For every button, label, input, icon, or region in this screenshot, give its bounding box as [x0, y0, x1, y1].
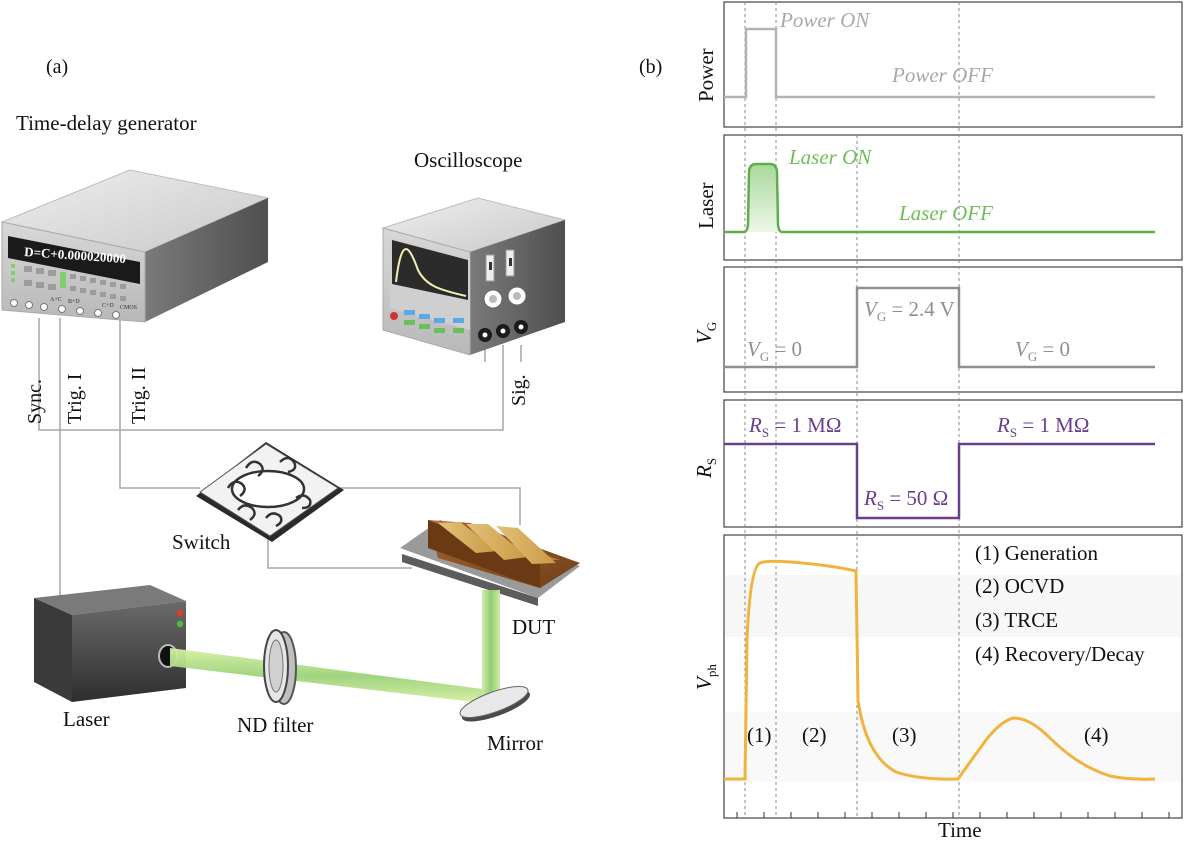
- laser-off-label: Laser OFF: [899, 201, 993, 225]
- tdg-label-cmos: CMOS: [120, 305, 137, 311]
- sig-port-label: Sig.: [508, 374, 530, 406]
- phase-3-label: (3): [892, 723, 917, 747]
- oscilloscope-title: Oscilloscope: [414, 148, 523, 172]
- panel-a-label: (a): [46, 56, 69, 78]
- vg-right-value: = 0: [1037, 337, 1071, 361]
- vg-trace: [724, 286, 1155, 369]
- mirror-label: Mirror: [487, 731, 543, 755]
- trig1-port-label: Trig. I: [64, 373, 86, 424]
- nd-filter-label: ND filter: [237, 713, 314, 737]
- panel-b: [723, 1, 1183, 819]
- vph-legend-generation: (1) Generation: [975, 541, 1099, 565]
- laser-label: Laser: [63, 707, 110, 731]
- vph-legend-ocvd: (2) OCVD: [975, 574, 1065, 598]
- phase-4-label: (4): [1084, 723, 1109, 747]
- vph-legend-recovery: (4) Recovery/Decay: [975, 642, 1145, 666]
- vg-ylabel-subscript: G: [704, 321, 720, 332]
- vg-mid-symbol: V: [864, 297, 877, 321]
- sync-port-label: Sync.: [24, 379, 46, 424]
- nd-filter: [263, 629, 297, 705]
- rs-right-value: = 1 MΩ: [1017, 413, 1090, 437]
- laser-beam: [170, 590, 500, 704]
- switch-label: Switch: [172, 530, 231, 554]
- laser-source: [34, 585, 186, 702]
- vg-left-label: VG = 0: [747, 337, 802, 365]
- laser-pulse-fill: [747, 164, 779, 232]
- vph-trace: [724, 559, 1156, 781]
- power-ylabel: Power: [694, 48, 718, 102]
- power-panel-frame: [723, 1, 1183, 128]
- time-delay-generator: D=C+0.000020000 A+C B+D C+D CMOS: [0, 169, 270, 323]
- dut: [400, 520, 580, 606]
- vph-ylabel-symbol: V: [692, 677, 716, 690]
- tdg-label-cd: C+D: [102, 303, 114, 309]
- tdg-label-ac: A+C: [50, 297, 62, 303]
- rs-ylabel: RS: [692, 458, 720, 478]
- vg-right-subscript: G: [1027, 349, 1038, 365]
- vg-mid-value: = 2.4 V: [886, 297, 955, 321]
- vg-mid-subscript: G: [876, 309, 887, 325]
- vg-ylabel-symbol: V: [692, 331, 716, 344]
- tdg-label-bd: B+D: [68, 299, 80, 305]
- rs-trace: [724, 442, 1155, 520]
- vg-mid-label: VG = 2.4 V: [864, 297, 955, 325]
- dut-label: DUT: [512, 615, 556, 639]
- rs-mid-value: = 50 Ω: [884, 486, 949, 510]
- tdg-display-text: D=C+0.000020000: [24, 244, 127, 266]
- rs-ylabel-symbol: R: [692, 465, 716, 478]
- rs-ylabel-subscript: S: [704, 457, 720, 466]
- power-off-label: Power OFF: [892, 63, 993, 87]
- oscilloscope: [381, 197, 567, 356]
- vph-ylabel: Vph: [692, 664, 720, 690]
- panel-b-label: (b): [639, 56, 663, 78]
- rs-left-subscript: S: [761, 425, 770, 441]
- vg-right-label: VG = 0: [1015, 337, 1070, 365]
- vg-left-subscript: G: [759, 349, 770, 365]
- trig2-port-label: Trig. II: [128, 366, 150, 424]
- rs-mid-label: RS = 50 Ω: [864, 486, 948, 514]
- vg-right-symbol: V: [1015, 337, 1028, 361]
- panel-a: D=C+0.000020000 A+C B+D C+D CMOS: [0, 169, 580, 722]
- laser-panel-frame: [723, 134, 1183, 261]
- laser-ylabel: Laser: [694, 182, 718, 229]
- vph-ylabel-subscript: ph: [704, 664, 720, 678]
- laser-on-label: Laser ON: [789, 145, 872, 169]
- vph-legend-trce: (3) TRCE: [975, 608, 1059, 632]
- rs-mid-subscript: S: [876, 498, 885, 514]
- rs-mid-symbol: R: [864, 486, 877, 510]
- vg-ylabel: VG: [692, 322, 720, 344]
- vg-left-value: = 0: [769, 337, 803, 361]
- phase-1-label: (1): [747, 723, 772, 747]
- phase-2-label: (2): [802, 723, 827, 747]
- power-on-label: Power ON: [780, 8, 870, 32]
- time-xlabel: Time: [938, 818, 982, 842]
- vg-panel-frame: [723, 266, 1183, 393]
- tdg-title: Time-delay generator: [16, 111, 197, 135]
- vg-left-symbol: V: [747, 337, 760, 361]
- rs-left-label: RS = 1 MΩ: [749, 413, 841, 441]
- mirror: [459, 686, 531, 722]
- power-trace: [724, 27, 1155, 99]
- rs-left-symbol: R: [749, 413, 762, 437]
- laser-trace: [724, 162, 1155, 234]
- rs-panel-frame: [723, 399, 1183, 528]
- time-axis-ticks: [736, 812, 1170, 818]
- rs-left-value: = 1 MΩ: [769, 413, 842, 437]
- switch: [196, 442, 344, 542]
- rs-right-symbol: R: [997, 413, 1010, 437]
- rs-right-label: RS = 1 MΩ: [997, 413, 1089, 441]
- rs-right-subscript: S: [1009, 425, 1018, 441]
